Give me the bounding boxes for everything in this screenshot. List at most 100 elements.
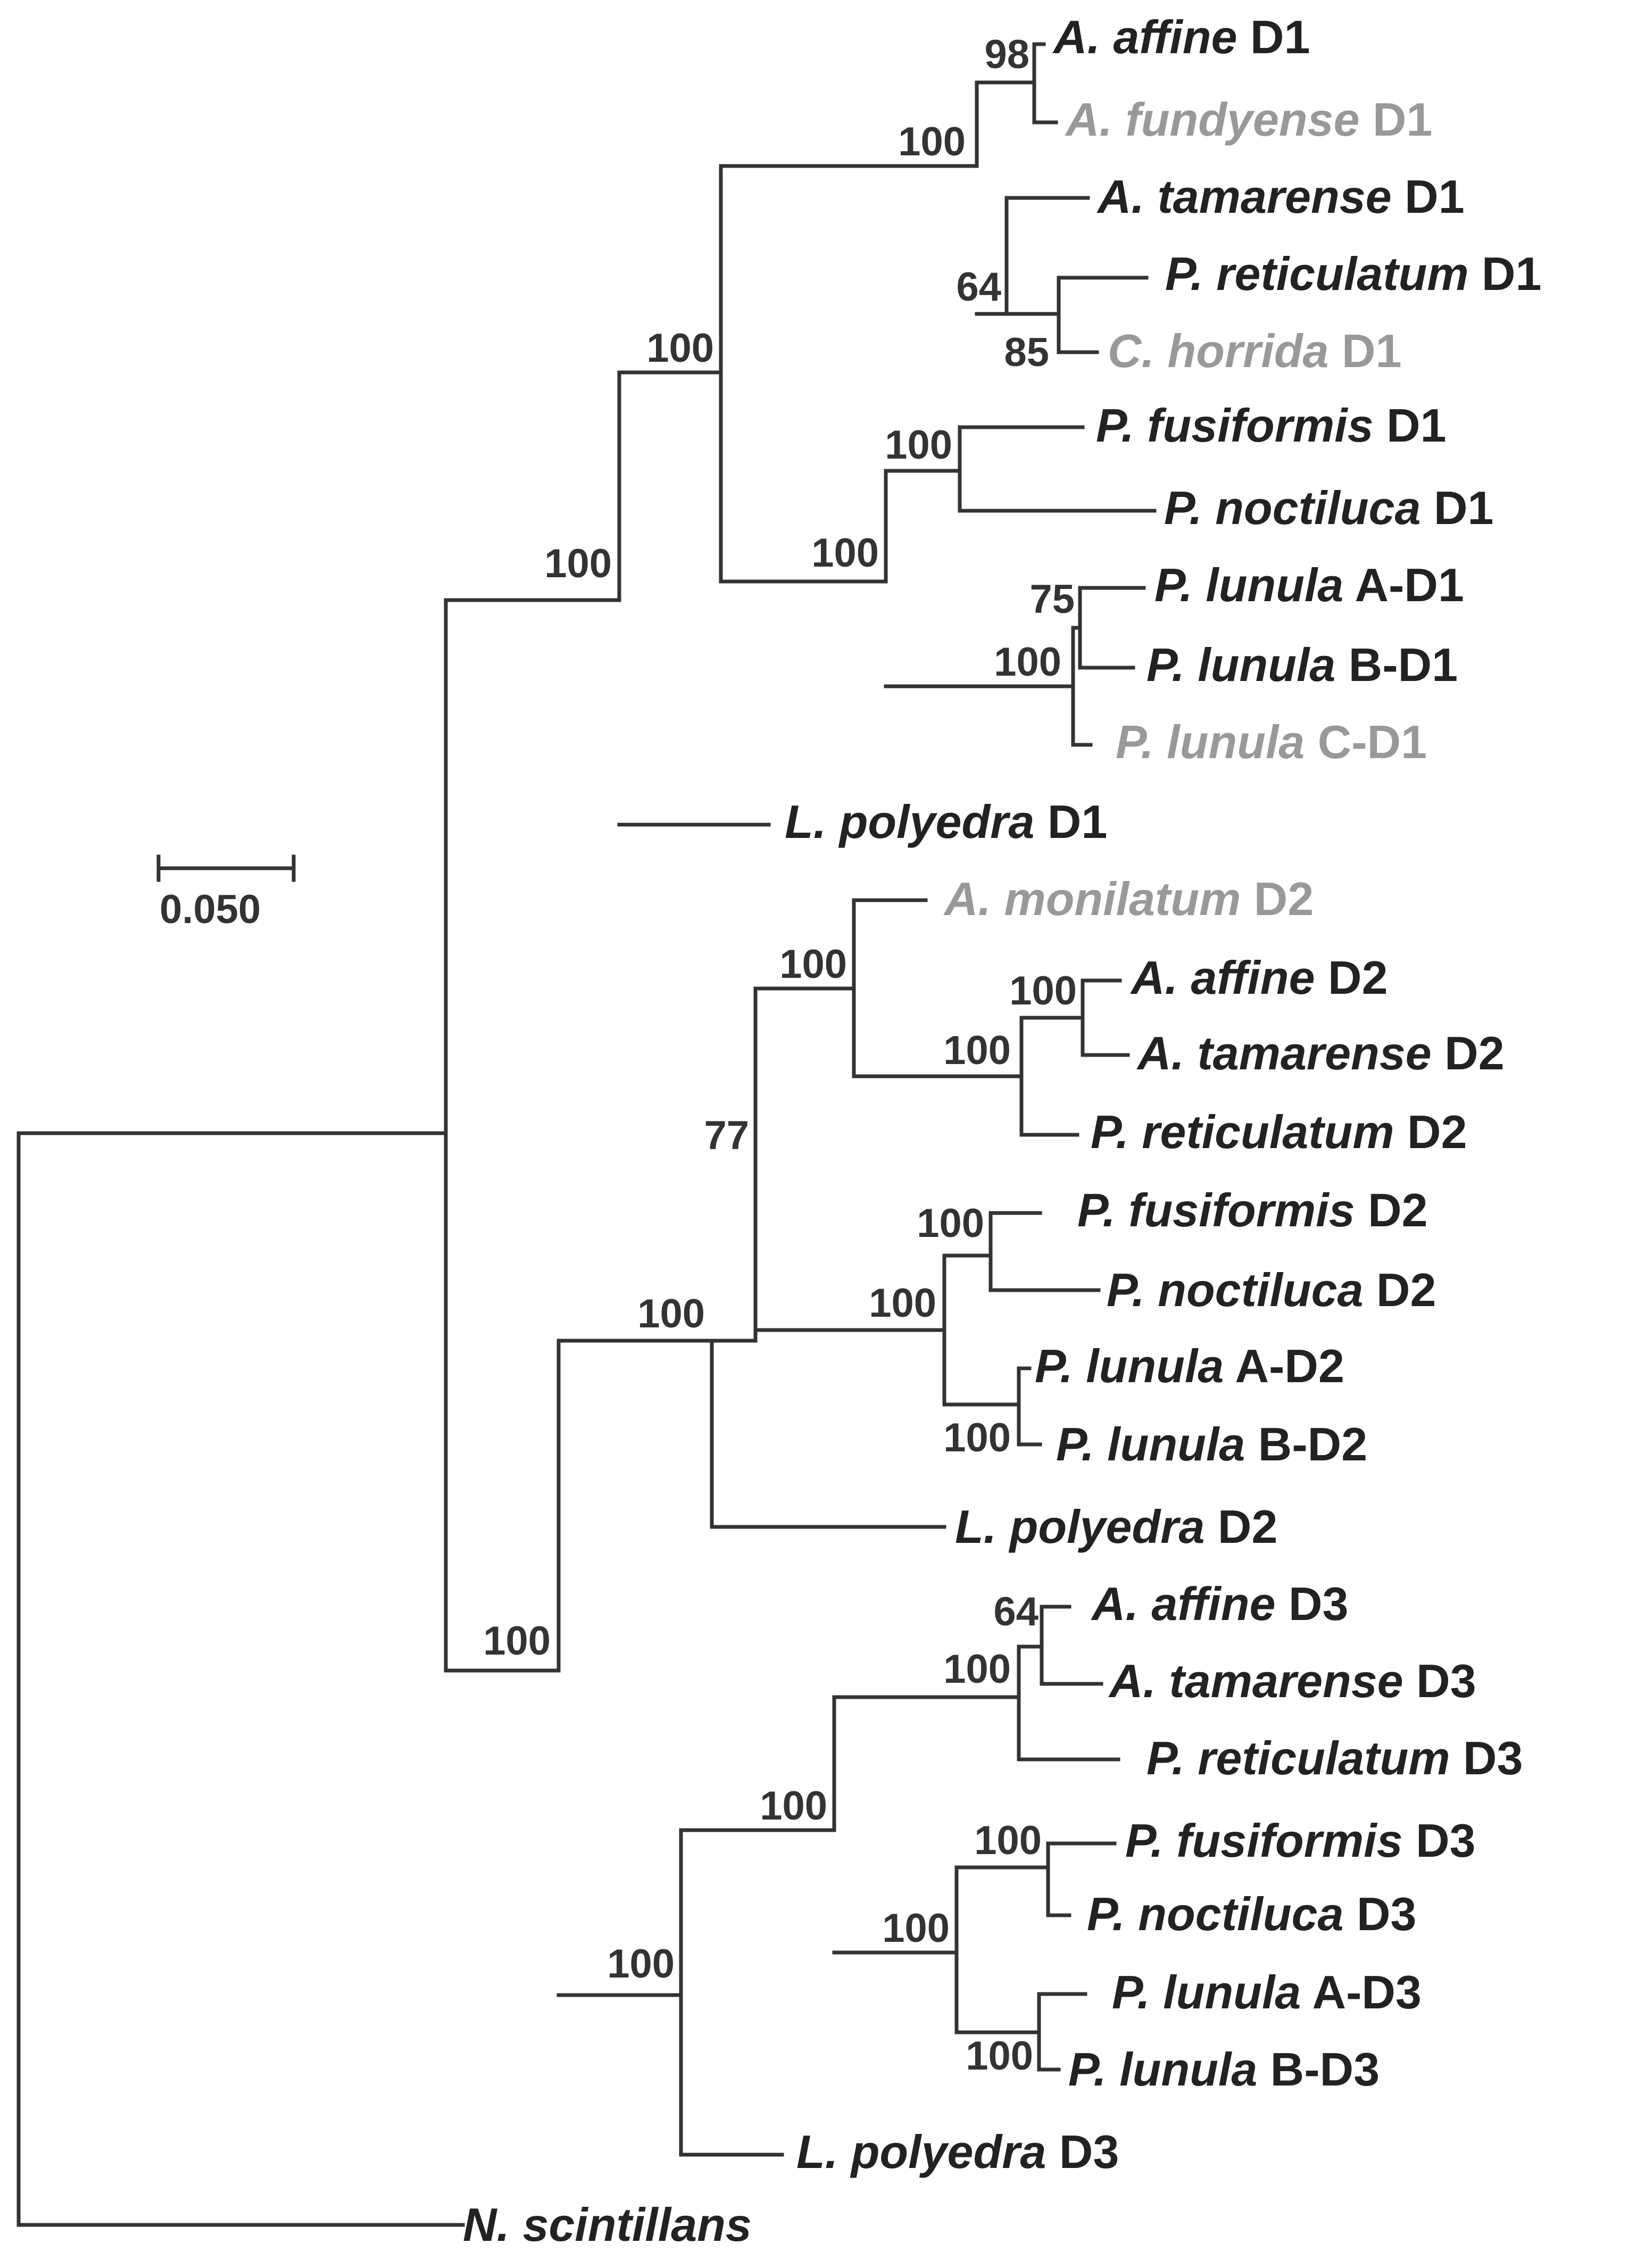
taxon-label: L. polyedra D2 [955, 1500, 1277, 1553]
taxon-species: A. affine [1091, 1577, 1276, 1630]
taxon-label: P. lunula A-D2 [1035, 1340, 1344, 1392]
taxon-label: L. polyedra D1 [785, 795, 1107, 848]
bootstrap-value: 100 [607, 1941, 675, 1987]
branch-affine-tamarense-D2 [1081, 978, 1130, 1057]
taxon-label: P. fusiformis D3 [1125, 1814, 1476, 1867]
scale-bar [156, 854, 296, 882]
bootstrap-value: 64 [956, 264, 1001, 310]
taxon-label: P. noctiluca D1 [1164, 481, 1494, 534]
bootstrap-value: 100 [1009, 968, 1077, 1013]
bootstrap-value: 100 [779, 942, 847, 987]
taxon-label: N. scintillans [463, 2198, 752, 2251]
scale-bar-label: 0.050 [160, 887, 261, 932]
taxon-paralog: B-D3 [1257, 2043, 1380, 2096]
taxon-species: A. tamarense [1136, 1027, 1432, 1079]
branch-lunula-D3 [1037, 1992, 1087, 2072]
branch-pyrocystis-D1 [719, 469, 1075, 688]
taxon-species: P. lunula [1116, 716, 1304, 768]
taxon-paralog: A-D3 [1301, 1966, 1422, 2018]
taxon-paralog: D2 [1394, 1106, 1467, 1158]
branch-tamarense-group-D1 [1004, 196, 1090, 316]
taxon-paralog: D3 [1344, 1888, 1417, 1940]
bootstrap-value: 100 [869, 1281, 936, 1326]
taxon-species: L. polyedra [785, 795, 1034, 848]
branch-alexandrium-D3 [1017, 1644, 1120, 1762]
taxon-label: L. polyedra D3 [796, 2125, 1119, 2178]
bootstrap-value: 100 [646, 326, 714, 371]
taxon-label: P. fusiformis D2 [1077, 1184, 1428, 1236]
taxon-label: A. monilatum D2 [943, 873, 1314, 925]
bootstrap-value: 100 [974, 1818, 1042, 1863]
tree-branches [16, 42, 1157, 2227]
taxon-species: N. scintillans [463, 2198, 752, 2251]
taxon-species: P. lunula [1068, 2043, 1257, 2096]
branch-D1-clade [444, 370, 771, 827]
bootstrap-value: 64 [993, 1589, 1038, 1634]
taxon-species: P. fusiformis [1077, 1184, 1355, 1236]
branch-gonyaulacales-D1 [719, 80, 1036, 316]
taxon-paralog: D2 [1204, 1500, 1277, 1553]
taxon-species: A. tamarense [1096, 170, 1392, 223]
taxon-species: P. fusiformis [1096, 399, 1374, 452]
bootstrap-value: 75 [1029, 577, 1075, 622]
bootstrap-values: 9810064851001001007510010010010010077100… [483, 32, 1077, 2079]
taxon-label: P. lunula B-D3 [1068, 2043, 1380, 2096]
taxon-paralog: D1 [1421, 481, 1494, 534]
taxon-species: P. lunula [1112, 1966, 1301, 2018]
taxon-paralog: D3 [1403, 1655, 1476, 1707]
bootstrap-value: 100 [943, 1647, 1011, 1692]
taxon-label: P. lunula C-D1 [1116, 716, 1427, 768]
taxon-species: L. polyedra [955, 1500, 1204, 1553]
branch-fusiformis-noctiluca-D1 [958, 425, 1157, 513]
branch-alexandrium-D2 [852, 898, 1024, 1078]
taxon-paralog: D1 [1237, 11, 1310, 63]
bootstrap-value: 100 [882, 1906, 950, 1951]
branch-D2-clade [710, 1339, 946, 1529]
taxon-species: L. polyedra [796, 2125, 1046, 2178]
taxon-species: C. horrida [1108, 325, 1329, 377]
taxon-paralog: D2 [1315, 951, 1388, 1004]
bootstrap-value: 100 [943, 1415, 1011, 1460]
taxon-label: P. lunula A-D3 [1112, 1966, 1422, 2018]
bootstrap-value: 100 [483, 1618, 551, 1664]
bootstrap-value: 85 [1004, 330, 1049, 375]
taxon-paralog: D2 [1432, 1027, 1505, 1079]
taxon-label: A. affine D2 [1130, 951, 1388, 1004]
bootstrap-value: 100 [994, 639, 1061, 685]
taxon-paralog: D3 [1046, 2125, 1119, 2178]
taxon-paralog: D1 [1392, 170, 1465, 223]
bootstrap-value: 100 [898, 119, 966, 164]
taxon-paralog: B-D2 [1245, 1418, 1367, 1471]
taxon-labels: A. affine D1A. fundyense D1A. tamarense … [463, 11, 1542, 2251]
taxon-paralog: D3 [1403, 1814, 1476, 1867]
taxon-paralog: D1 [1329, 325, 1402, 377]
taxon-species: P. noctiluca [1164, 481, 1421, 534]
taxon-species: A. affine [1130, 951, 1315, 1004]
branch-fusiformis-noctiluca-D2 [988, 1211, 1101, 1292]
taxon-paralog: D1 [1034, 795, 1107, 848]
branch-D2-core [710, 986, 946, 1343]
taxon-species: A. monilatum [943, 873, 1241, 925]
taxon-label: A. affine D3 [1091, 1577, 1349, 1630]
taxon-label: A. tamarense D1 [1096, 170, 1465, 223]
taxon-label: P. lunula B-D2 [1056, 1418, 1367, 1471]
branch-gonyaulacales-D2 [1019, 1016, 1085, 1137]
taxon-label: A. affine D1 [1052, 11, 1310, 63]
branch-root [16, 1131, 465, 2227]
taxon-label: P. reticulatum D1 [1165, 247, 1542, 300]
taxon-species: P. lunula [1056, 1418, 1245, 1471]
bootstrap-value: 100 [544, 541, 612, 586]
branch-lunula-D2 [1017, 1366, 1042, 1447]
taxon-paralog: D1 [1360, 93, 1433, 146]
bootstrap-value: 77 [704, 1113, 749, 1158]
branch-D3-clade [679, 1828, 784, 2157]
taxon-label: P. reticulatum D2 [1091, 1106, 1467, 1158]
taxon-species: P. reticulatum [1091, 1106, 1394, 1158]
taxon-species: A. affine [1052, 11, 1237, 63]
taxon-species: P. noctiluca [1107, 1264, 1364, 1316]
branch-lunula-AB-D1 [1078, 586, 1146, 670]
branch-affine-tamarense-D3 [1040, 1605, 1103, 1686]
taxon-species: P. reticulatum [1146, 1732, 1450, 1784]
taxon-species: A. fundyense [1065, 93, 1360, 146]
taxon-species: P. noctiluca [1087, 1888, 1344, 1940]
